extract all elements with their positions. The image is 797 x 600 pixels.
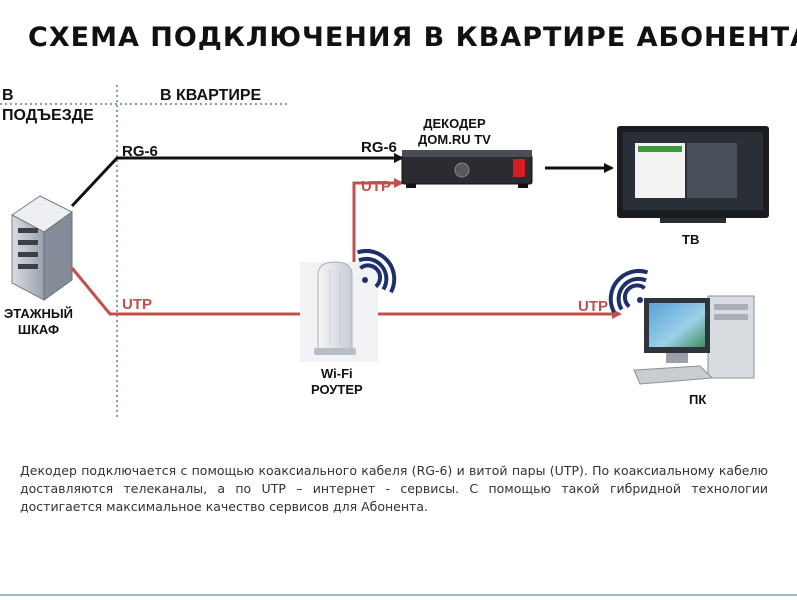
router-wifi-signal-icon [356,248,397,294]
cable-label-rg6-right: RG-6 [361,139,397,156]
cable-label-utp-right: UTP [578,298,608,315]
page-title: СХЕМА ПОДКЛЮЧЕНИЯ В КВАРТИРЕ АБОНЕНТА [28,22,797,53]
rg6-cable-line [70,153,404,208]
pc-wifi-signal-icon [608,268,649,314]
pc-icon [633,295,755,385]
device-label-cabinet: ЭТАЖНЫЙ ШКАФ [4,306,73,337]
cable-label-utp-decoder: UTP [361,178,391,195]
device-label-pc: ПК [689,392,707,407]
device-label-router: Wi-Fi РОУТЕР [311,366,363,397]
decoder-icon [401,150,533,188]
bottom-divider [0,594,797,596]
device-label-decoder: ДЕКОДЕР ДОМ.RU TV [418,116,491,147]
wifi-router-icon [300,261,378,362]
cable-label-utp-left: UTP [122,296,152,313]
floor-cabinet-icon [11,195,73,301]
cable-label-rg6-left: RG-6 [122,143,158,160]
zone-label-entrance: В ПОДЪЕЗДЕ [2,87,94,124]
utp-cable-to-decoder [352,178,404,268]
description-text: Декодер подключается с помощью коаксиаль… [20,463,768,514]
tv-icon [617,126,769,223]
utp-cable-to-router [70,267,315,319]
device-label-tv: ТВ [682,232,700,247]
zone-label-apartment: В КВАРТИРЕ [160,87,262,104]
